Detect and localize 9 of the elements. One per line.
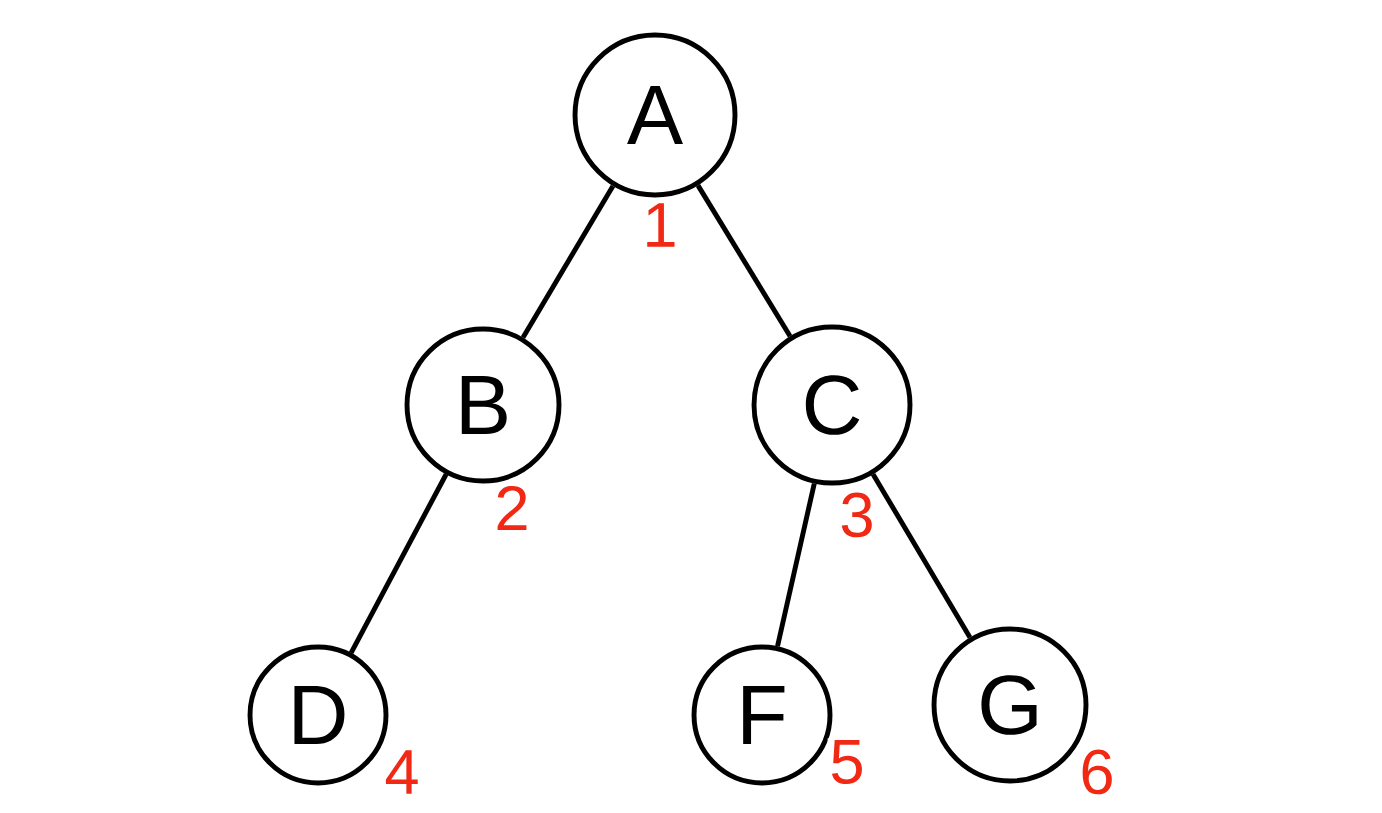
node-number: 5 bbox=[827, 738, 867, 786]
tree-edge bbox=[348, 473, 449, 654]
tree-edge bbox=[775, 482, 817, 647]
tree-edge bbox=[520, 184, 616, 339]
node-number: 2 bbox=[492, 484, 532, 532]
node-number: 1 bbox=[640, 201, 680, 249]
node-number: 3 bbox=[837, 490, 877, 540]
tree-edge bbox=[870, 472, 973, 639]
tree-edge bbox=[695, 184, 793, 338]
